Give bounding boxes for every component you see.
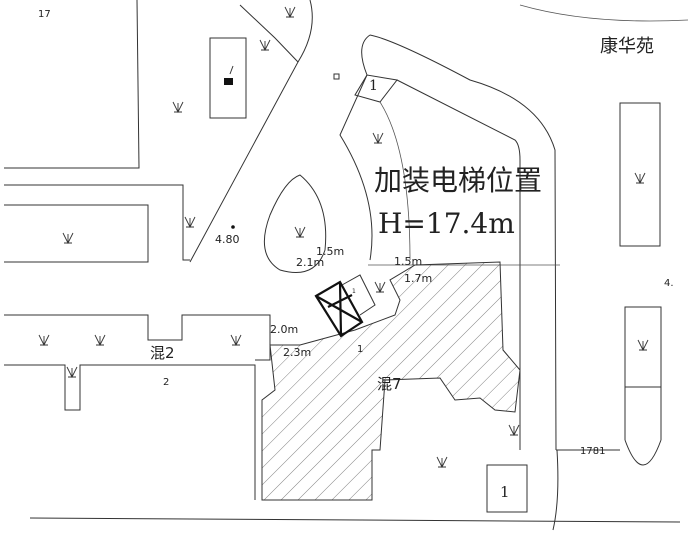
building-hun2-label: 混2 — [150, 344, 175, 362]
dimension-label: 1.7m — [404, 272, 432, 285]
dimension-label: 1.5m — [316, 245, 344, 258]
curved-walkway — [369, 34, 557, 451]
elevator-height: H=17.4m — [378, 207, 515, 240]
green-island — [263, 174, 327, 273]
marker-block — [224, 78, 233, 85]
complex-name: 康华苑 — [600, 36, 654, 57]
elevator-shaft — [314, 274, 376, 338]
road-number: 1781 — [580, 446, 605, 457]
building-strip-left — [4, 184, 190, 261]
elevation-label: 4.80 — [215, 233, 240, 246]
gate-top-label: 1 — [369, 78, 378, 94]
gate-bottom-label: 1 — [500, 483, 510, 501]
elevation-point — [231, 225, 235, 229]
elevation-right-label: 4. — [664, 278, 674, 289]
dimension-label: 2.1m — [296, 256, 324, 269]
building-hun2-floors: 2 — [163, 377, 169, 388]
building-17-label: 17 — [38, 9, 51, 20]
marker-arrow-icon — [229, 65, 234, 75]
building-hun2 — [4, 314, 271, 361]
dimension-label: 2.0m — [270, 323, 298, 336]
small-structure — [209, 37, 247, 119]
building-hun7-label: 混7 — [377, 375, 402, 393]
elevator-title: 加装电梯位置 — [374, 164, 542, 197]
elevator-floors: 1 — [357, 344, 363, 355]
dimension-label: 1.5m — [394, 255, 422, 268]
dimension-label: 2.3m — [283, 346, 311, 359]
building-hun7 — [261, 261, 521, 501]
building-block-left — [4, 204, 149, 263]
elevator-tag: 1 — [352, 288, 356, 295]
building-17-outline — [4, 0, 140, 169]
road-edge-diagonal — [189, 4, 299, 263]
gate-bottom — [486, 464, 528, 513]
